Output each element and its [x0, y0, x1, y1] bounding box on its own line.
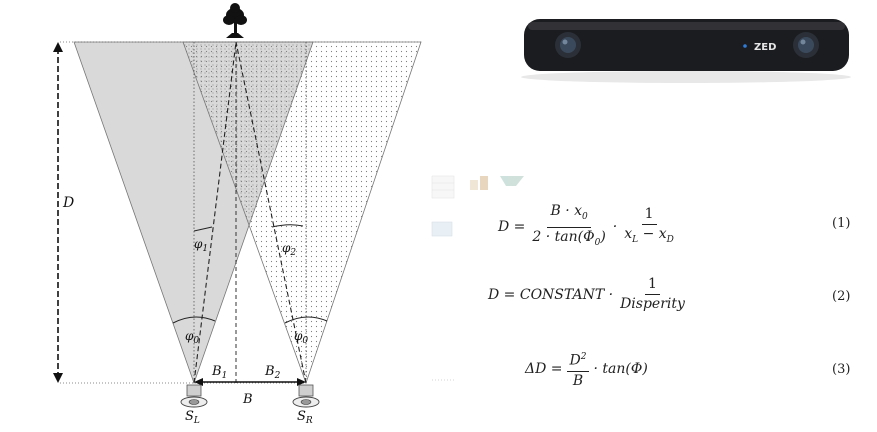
equation-2-number: (2) [832, 289, 851, 304]
baseline-arrow-left [194, 378, 203, 386]
eq1-dot: · [612, 219, 618, 236]
equation-3: ΔD = D2 B · tan(Φ) [525, 349, 648, 390]
eq2-fraction: 1 Disperity [620, 276, 685, 312]
right-fov-arc [284, 316, 328, 324]
equation-1-number: (1) [832, 216, 851, 231]
background-artifacts [431, 175, 524, 381]
eq3-rhs: · tan(Φ) [593, 361, 648, 378]
camera-sensor-icon [292, 384, 320, 408]
angle-left-label: φ1 [194, 237, 208, 254]
baseline-label: B [242, 392, 253, 407]
eq3-fraction: D2 B [566, 349, 590, 390]
angle-right-label: φ2 [282, 241, 296, 258]
right-ray [235, 41, 307, 384]
eq1-lhs: D = [498, 219, 526, 236]
eq2-lhs: D = CONSTANT · [488, 286, 614, 303]
camera-brand-label: ZED [754, 42, 776, 53]
baseline-arrow-right [297, 378, 306, 386]
left-angle-arc [193, 226, 213, 232]
tree-icon [223, 3, 247, 38]
equation-2: D = CONSTANT · 1 Disperity [488, 276, 692, 313]
camera-sensor-icon [180, 384, 208, 408]
b1-label: B1 [211, 364, 227, 381]
zed-camera-image: ZED [521, 19, 851, 83]
depth-arrow-top [53, 42, 63, 52]
sensor-left-label: SL [185, 409, 200, 426]
left-fov-arc [172, 316, 216, 324]
eq3-lhs: ΔD = [525, 361, 563, 378]
right-angle-arc [271, 224, 304, 228]
fov-left-label: φ0 [185, 329, 199, 346]
equation-1: D = B · x0 2 · tan(Φ0) · 1 xL − xD [498, 203, 681, 252]
fov-right-label: φ0 [294, 329, 308, 346]
depth-arrow-bottom [53, 373, 63, 383]
fov-overlap-region [183, 42, 313, 225]
eq1-fraction-1: B · x0 2 · tan(Φ0) [532, 203, 606, 248]
depth-label: D [62, 195, 74, 211]
left-ray [193, 41, 237, 384]
eq1-fraction-2: 1 xL − xD [624, 205, 674, 245]
sensor-right-label: SR [297, 409, 313, 426]
equation-3-number: (3) [832, 362, 851, 377]
b2-label: B2 [264, 364, 281, 381]
